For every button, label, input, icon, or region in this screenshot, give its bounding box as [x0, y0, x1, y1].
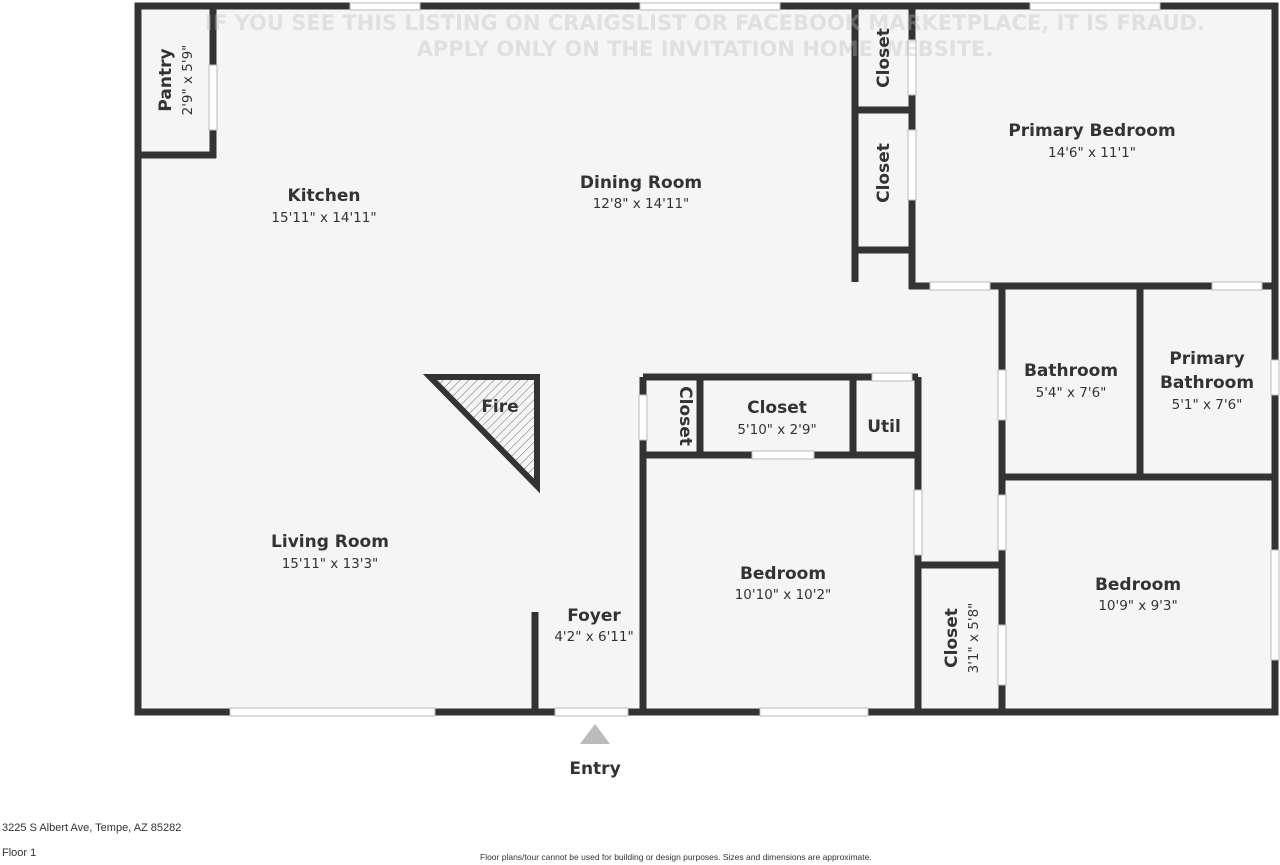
bathroom-dim: 5'4" x 7'6"	[1036, 385, 1107, 401]
bathroom-label: Bathroom	[1024, 361, 1118, 381]
fireplace-label: Fire	[481, 397, 518, 417]
primary-bathroom-dim: 5'1" x 7'6"	[1172, 397, 1243, 413]
util-label: Util	[867, 417, 901, 437]
floor-area	[138, 6, 1275, 712]
bedroom2-label: Bedroom	[1095, 575, 1181, 595]
foyer-label: Foyer	[567, 606, 621, 626]
fireplace	[422, 374, 540, 494]
address: 3225 S Albert Ave, Tempe, AZ 85282	[2, 822, 182, 834]
living-dim: 15'11" x 13'3"	[282, 556, 379, 572]
closet-top1-label: Closet	[874, 28, 894, 88]
primary-bathroom-label-2: Bathroom	[1160, 373, 1254, 393]
entry-label: Entry	[569, 759, 620, 779]
dining-dim: 12'8" x 14'11"	[593, 196, 690, 212]
pantry-dim: 2'9" x 5'9"	[180, 45, 196, 116]
dining-label: Dining Room	[580, 173, 702, 193]
watermark-line-1: IF YOU SEE THIS LISTING ON CRAIGSLIST OR…	[205, 11, 1205, 35]
disclaimer: Floor plans/tour cannot be used for buil…	[480, 852, 872, 862]
bedroom1-dim: 10'10" x 10'2"	[735, 587, 832, 603]
closet-top2-label: Closet	[874, 143, 894, 203]
bedroom1-label: Bedroom	[740, 564, 826, 584]
closet-mid-label: Closet	[747, 398, 807, 418]
primary-bathroom-label-1: Primary	[1169, 349, 1244, 369]
closet-small-label: Closet	[675, 386, 695, 446]
floor-label: Floor 1	[2, 847, 37, 859]
closet-low-dim: 3'1" x 5'8"	[966, 603, 982, 674]
watermark: IF YOU SEE THIS LISTING ON CRAIGSLIST OR…	[205, 11, 1205, 61]
primary-bedroom-dim: 14'6" x 11'1"	[1048, 145, 1136, 161]
pantry-label: Pantry	[156, 48, 176, 111]
kitchen-dim: 15'11" x 14'11"	[271, 210, 376, 226]
kitchen-label: Kitchen	[288, 186, 361, 206]
closet-low-label: Closet	[942, 608, 962, 668]
windows-and-doors	[208, 2, 1280, 717]
primary-bedroom-label: Primary Bedroom	[1008, 121, 1175, 141]
entry-arrow-icon	[580, 724, 610, 744]
living-label: Living Room	[271, 532, 389, 552]
watermark-line-2: APPLY ONLY ON THE INVITATION HOME WEBSIT…	[417, 37, 994, 61]
closet-mid-dim: 5'10" x 2'9"	[737, 422, 816, 438]
bedroom2-dim: 10'9" x 9'3"	[1098, 598, 1177, 614]
foyer-dim: 4'2" x 6'11"	[554, 629, 633, 645]
